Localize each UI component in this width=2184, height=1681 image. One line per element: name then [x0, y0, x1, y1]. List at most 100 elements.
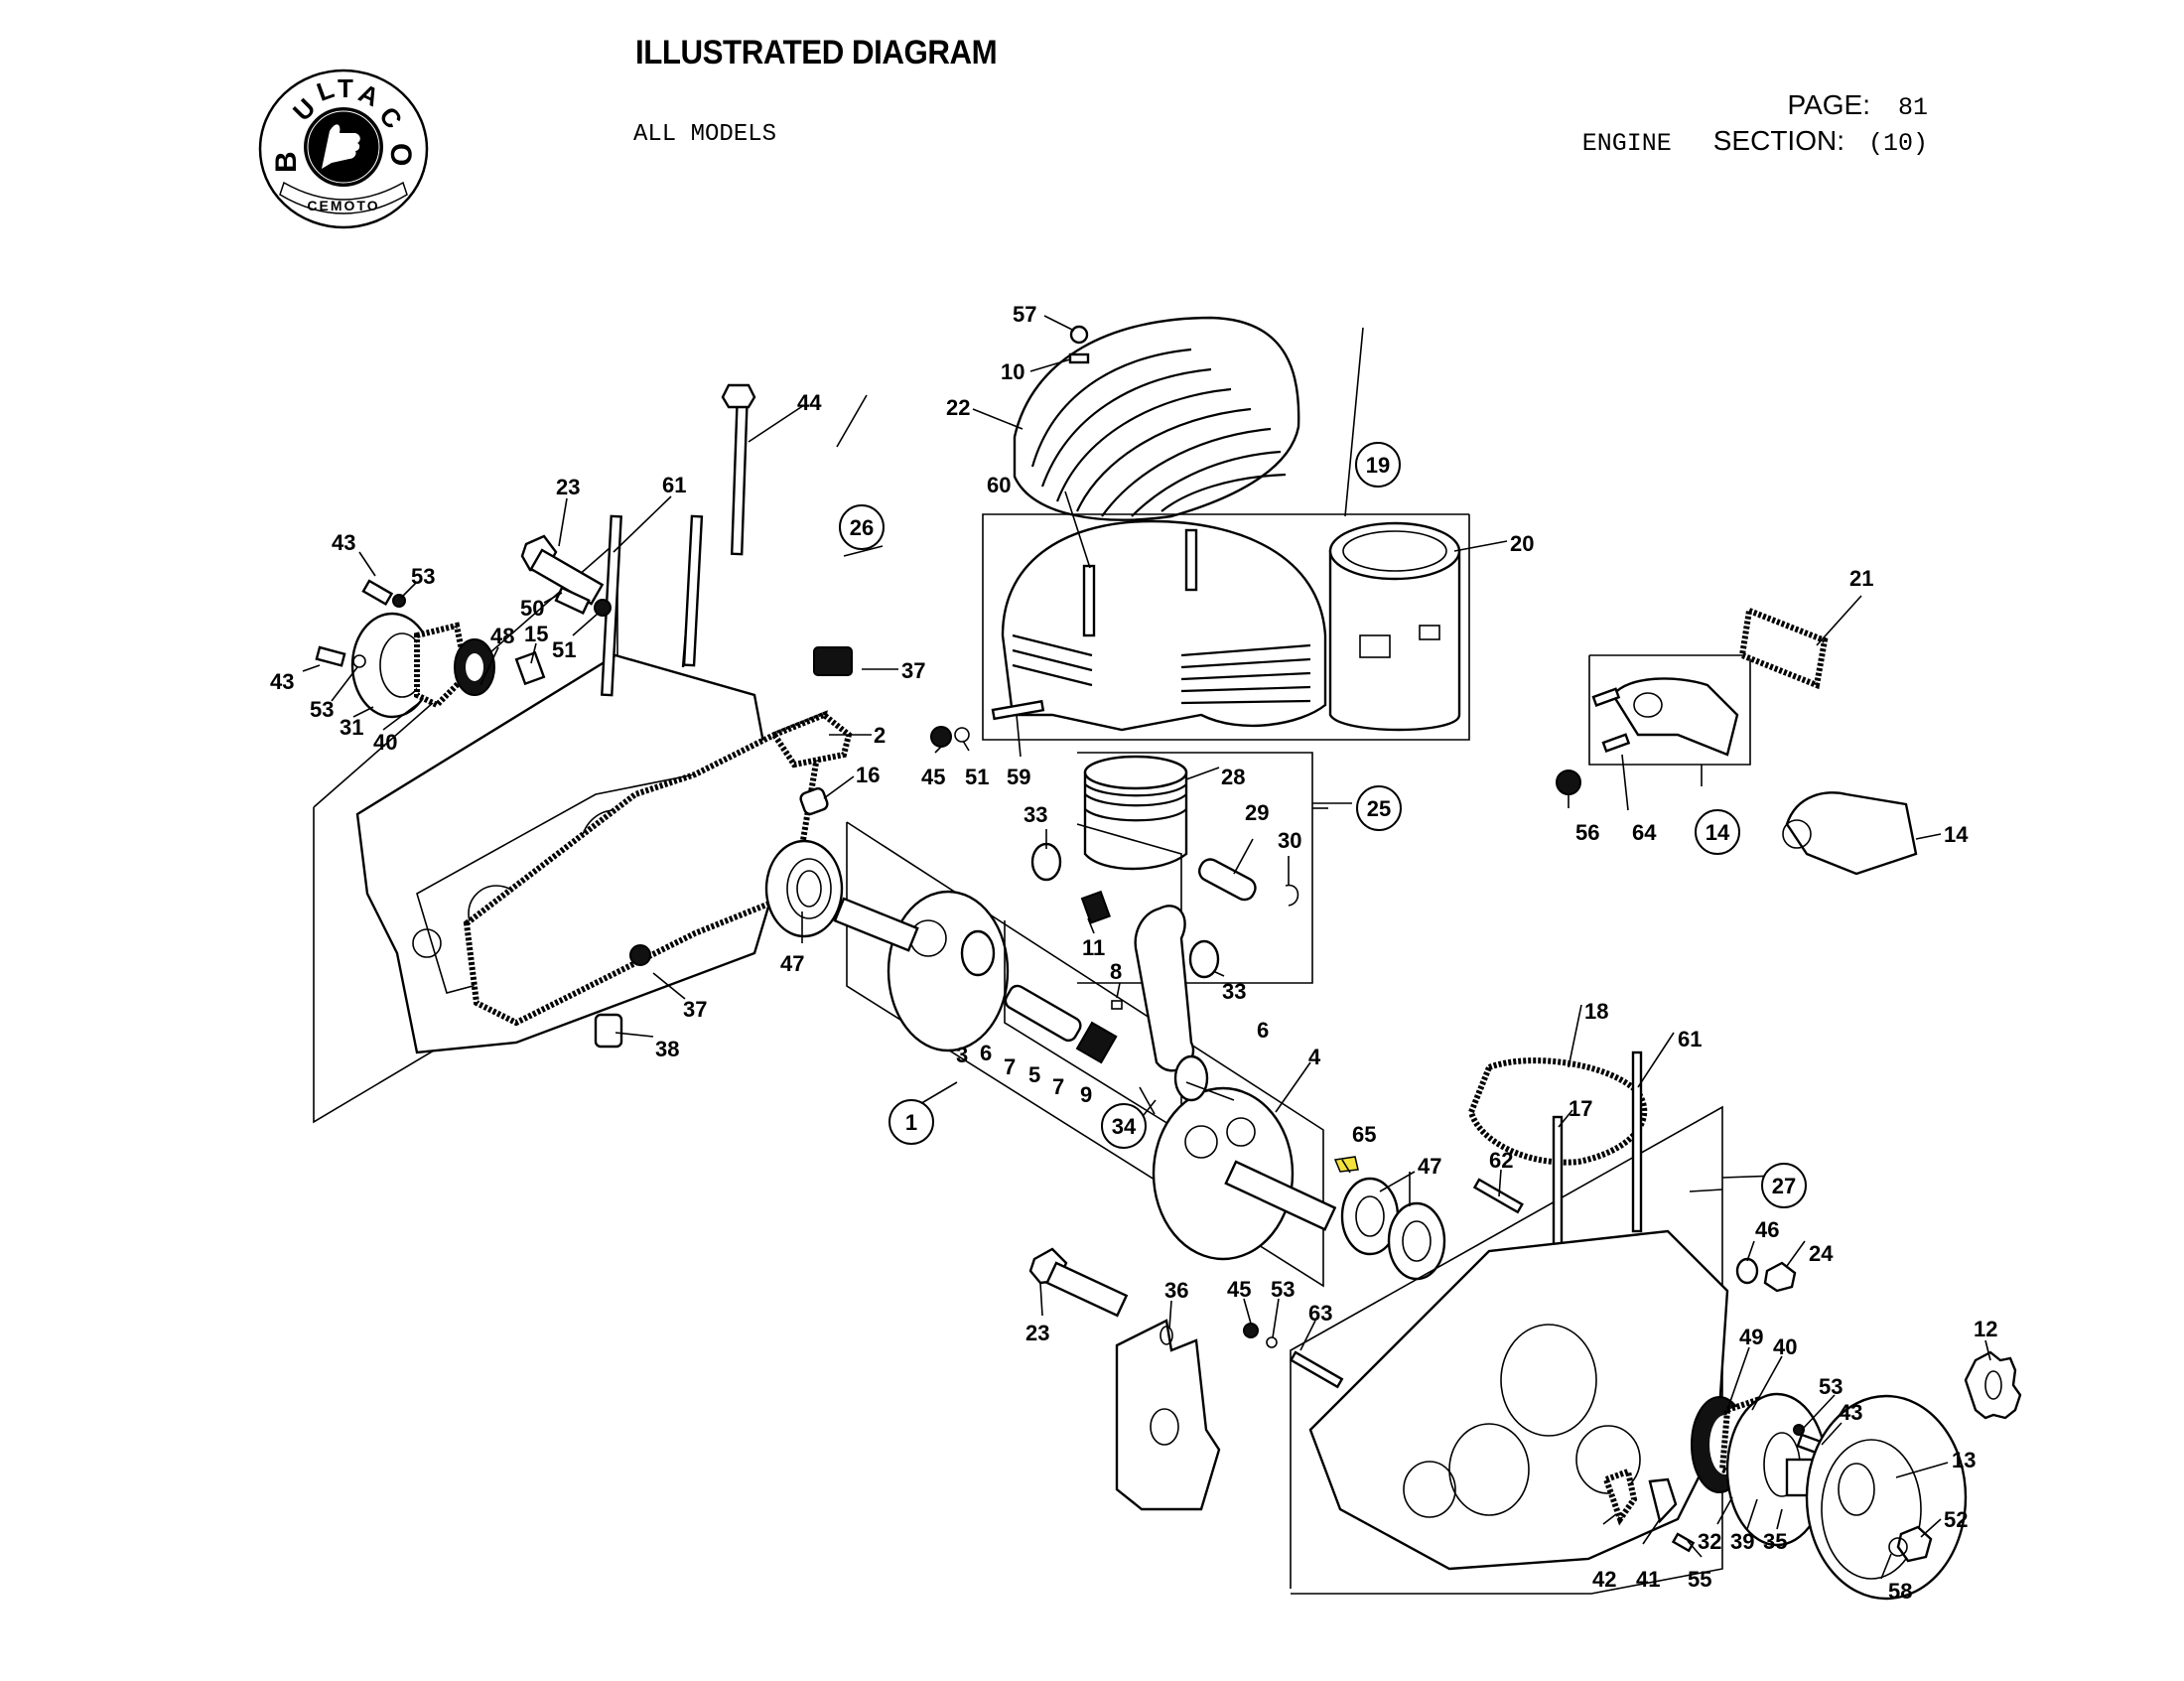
part-label[interactable]: 53 [411, 564, 435, 589]
part-label[interactable]: 48 [490, 624, 514, 648]
part-label[interactable]: 35 [1763, 1529, 1787, 1554]
part-label[interactable]: 12 [1974, 1317, 1997, 1341]
part-label[interactable]: 9 [1080, 1082, 1092, 1107]
part-label[interactable]: 58 [1888, 1579, 1912, 1604]
part-label[interactable]: 29 [1245, 800, 1269, 825]
part-label[interactable]: 7 [1052, 1074, 1064, 1099]
part-label[interactable]: 62 [1489, 1148, 1513, 1173]
callout-27[interactable]: 27 [1761, 1163, 1807, 1208]
part-label[interactable]: 30 [1278, 828, 1301, 853]
part-label[interactable]: 43 [1839, 1400, 1862, 1425]
part-label[interactable]: 16 [856, 763, 880, 787]
part-label[interactable]: 22 [946, 395, 970, 420]
screw-43-b [315, 645, 346, 667]
part-label[interactable]: 63 [1308, 1301, 1332, 1326]
part-label[interactable]: 41 [1636, 1567, 1660, 1592]
part-label[interactable]: 17 [1569, 1096, 1592, 1121]
part-label[interactable]: 53 [1271, 1277, 1295, 1302]
nut-24 [1763, 1261, 1797, 1293]
page-number-row: PAGE: 81 [1787, 89, 1928, 122]
part-label[interactable]: 14 [1944, 822, 1969, 847]
part-label[interactable]: 5 [1028, 1062, 1040, 1087]
part-label[interactable]: 24 [1809, 1241, 1834, 1266]
part-label[interactable]: 20 [1510, 531, 1534, 556]
part-label[interactable]: 45 [1227, 1277, 1251, 1302]
part-label[interactable]: 44 [797, 390, 822, 415]
part-label[interactable]: 52 [1944, 1507, 1968, 1532]
part-label[interactable]: 43 [270, 669, 294, 694]
part-label[interactable]: 10 [1001, 359, 1024, 384]
crankshaft-group [833, 821, 1446, 1288]
part-label[interactable]: 8 [1110, 959, 1122, 984]
part-label[interactable]: 31 [340, 715, 363, 740]
callout-1[interactable]: 1 [888, 1099, 934, 1145]
intake-group [1556, 606, 1918, 876]
crank-shaft-right [1224, 1160, 1337, 1231]
part-label[interactable]: 42 [1592, 1567, 1616, 1592]
part-label[interactable]: 7 [1004, 1054, 1016, 1079]
part-label[interactable]: 53 [310, 697, 334, 722]
bultaco-logo: B U L T A C O CEMOTO [258, 69, 429, 229]
callout-26-label: 26 [850, 515, 874, 540]
part-label[interactable]: 40 [1773, 1334, 1797, 1359]
part-label[interactable]: 49 [1739, 1325, 1763, 1349]
callout-14[interactable]: 14 [1695, 809, 1740, 855]
callout-19[interactable]: 19 [1355, 442, 1401, 488]
part-label[interactable]: 53 [1819, 1374, 1843, 1399]
part-label[interactable]: 6 [980, 1041, 992, 1065]
part-label[interactable]: 51 [965, 765, 989, 789]
piston-rings-28 [1083, 755, 1188, 790]
part-label[interactable]: 32 [1698, 1529, 1721, 1554]
part-label[interactable]: 23 [556, 475, 580, 499]
part-label[interactable]: 57 [1013, 302, 1036, 327]
part-label[interactable]: 39 [1730, 1529, 1754, 1554]
part-label[interactable]: 21 [1849, 566, 1873, 591]
part-label[interactable]: 15 [524, 622, 548, 646]
part-label[interactable]: 33 [1024, 802, 1047, 827]
part-label[interactable]: 47 [1418, 1154, 1441, 1179]
part-label[interactable]: 40 [373, 730, 397, 755]
part-label[interactable]: 64 [1632, 820, 1657, 845]
flywheel-4 [1152, 1086, 1295, 1261]
part-label[interactable]: 13 [1952, 1448, 1976, 1472]
part-label[interactable]: 61 [1678, 1027, 1702, 1051]
part-label[interactable]: 3 [956, 1043, 968, 1067]
part-label[interactable]: 45 [921, 765, 945, 789]
callout-19-label: 19 [1366, 453, 1390, 478]
part-label[interactable]: 38 [655, 1037, 679, 1061]
part-label[interactable]: 36 [1164, 1278, 1188, 1303]
part-label[interactable]: 37 [901, 658, 925, 683]
plug-38 [594, 1013, 623, 1049]
part-label[interactable]: 50 [520, 596, 544, 621]
part-label[interactable]: 43 [332, 530, 355, 555]
part-label[interactable]: 47 [780, 951, 804, 976]
section-number: (10) [1867, 129, 1928, 158]
plug-37-upper [813, 646, 853, 676]
bolt-44 [730, 393, 750, 556]
connecting-rod [1134, 905, 1195, 1072]
part-label[interactable]: 4 [1308, 1045, 1321, 1069]
part-label[interactable]: 61 [662, 473, 686, 497]
callout-34[interactable]: 34 [1101, 1103, 1147, 1149]
callout-25[interactable]: 25 [1356, 785, 1402, 831]
part-label[interactable]: 51 [552, 637, 576, 662]
part-label[interactable]: 56 [1575, 820, 1599, 845]
part-label[interactable]: 18 [1584, 999, 1608, 1024]
part-label[interactable]: 2 [874, 723, 886, 748]
section-row: ENGINE SECTION: (10) [1582, 125, 1928, 158]
part-label[interactable]: 23 [1025, 1321, 1049, 1345]
part-label[interactable]: 11 [1082, 935, 1105, 960]
part-label[interactable]: 37 [683, 997, 707, 1022]
part-label[interactable]: 55 [1688, 1567, 1711, 1592]
part-label[interactable]: 6 [1257, 1018, 1269, 1043]
part-label[interactable]: 65 [1352, 1122, 1376, 1147]
cylinder-liner-20 [1328, 521, 1461, 732]
callout-26[interactable]: 26 [839, 504, 885, 550]
part-label[interactable]: 28 [1221, 765, 1245, 789]
part-label[interactable]: 33 [1222, 979, 1246, 1004]
part-label[interactable]: 60 [987, 473, 1011, 497]
cylinder-base-gasket-18 [1467, 1057, 1648, 1166]
part-label[interactable]: 59 [1007, 765, 1030, 789]
circlip-30 [1285, 884, 1299, 907]
part-label[interactable]: 46 [1755, 1217, 1779, 1242]
